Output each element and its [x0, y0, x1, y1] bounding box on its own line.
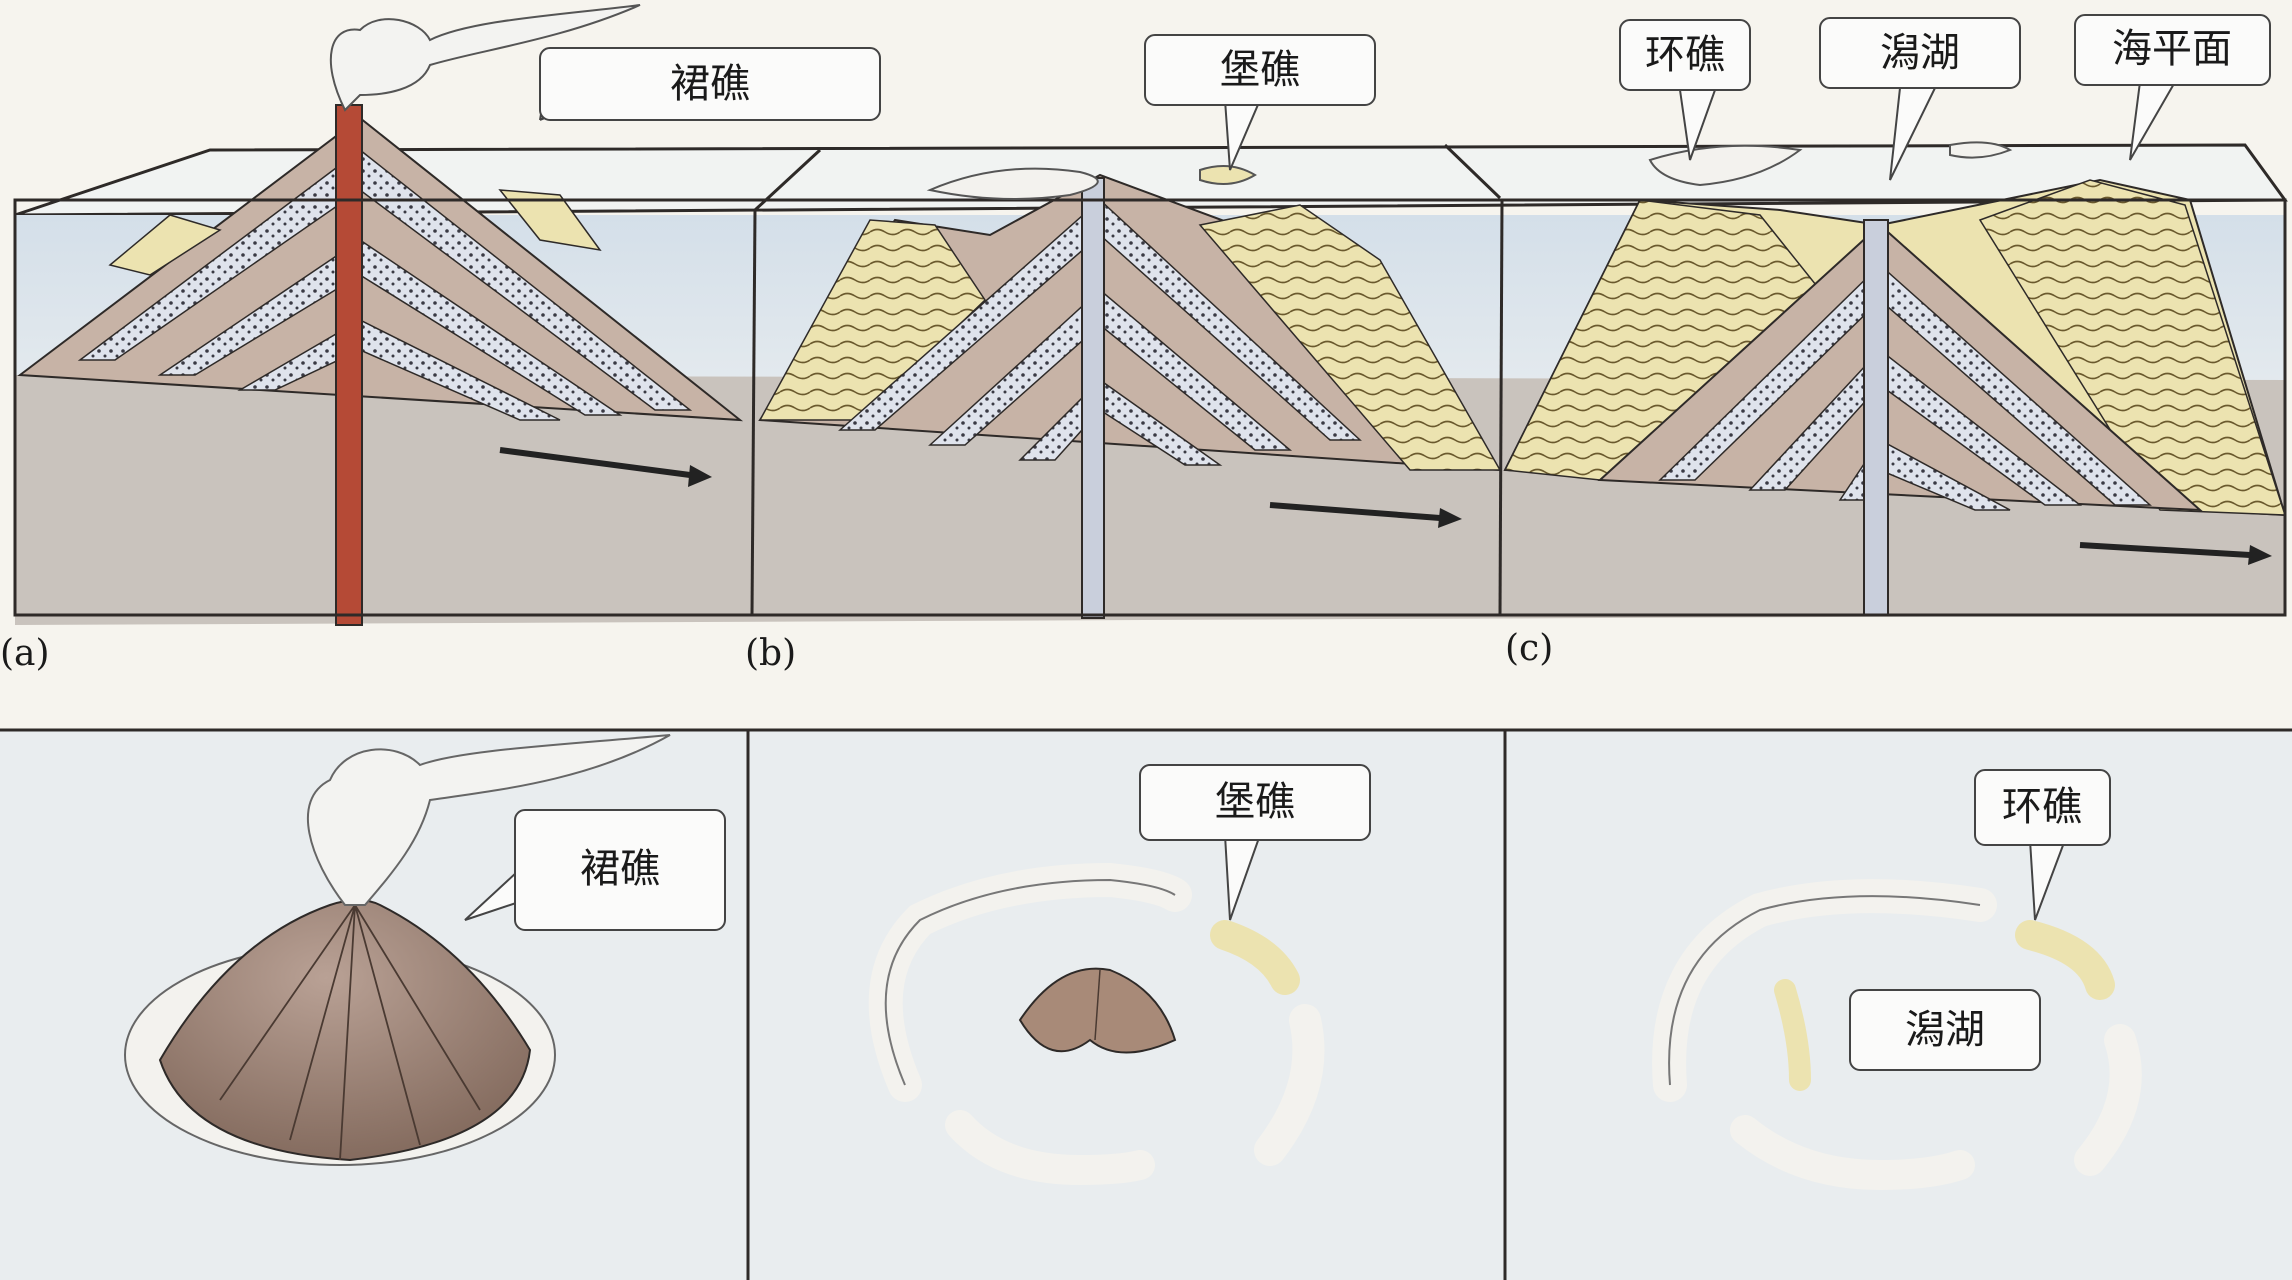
barrier-reef-plan-callout: 堡礁 [1139, 764, 1371, 921]
panel-label-b: (b) [745, 633, 796, 674]
plate-motion-arrow [1438, 508, 1462, 528]
barrier-reef-callout: 堡礁 [1144, 34, 1376, 171]
barrier-reef-plan [868, 862, 1325, 1186]
barrier-reef-label: 堡礁 [1220, 47, 1300, 93]
extinct-vent [1081, 177, 1105, 619]
lagoon-plan-label-box: 潟湖 [1849, 989, 2041, 1071]
atoll-cross-section [1503, 178, 2287, 616]
lagoon-callout: 潟湖 [1819, 17, 2021, 181]
fringing-reef-callout: 裙礁 [539, 47, 881, 121]
atoll-plan [1652, 879, 2142, 1191]
fringing-reef-plan [124, 734, 671, 1166]
atoll-callout: 环礁 [1619, 19, 1751, 161]
fringing-reef-plan-callout: 裙礁 [464, 809, 726, 931]
atoll-plan-label: 环礁 [2002, 784, 2082, 830]
sea-level-label: 海平面 [2112, 26, 2232, 72]
plate-motion-arrow [2248, 545, 2272, 565]
barrier-reef-plan-label: 堡礁 [1215, 779, 1295, 825]
eruption-plume [306, 734, 671, 906]
fringing-reef-plan-label: 裙礁 [580, 846, 660, 892]
sea-level-callout: 海平面 [2074, 14, 2271, 161]
panel-label-a: (a) [0, 633, 50, 674]
fringing-reef-label: 裙礁 [670, 61, 750, 107]
lagoon-plan-label: 潟湖 [1905, 1007, 1985, 1053]
cross-section-strip: 裙礁 堡礁 环礁 潟湖 海平面 (a) (b) (c) [0, 4, 2288, 674]
extinct-vent [1863, 219, 1889, 616]
subsiding-volcano-cross-section [758, 173, 1503, 619]
atoll-label: 环礁 [1645, 32, 1725, 78]
plate-motion-arrow [688, 465, 712, 487]
active-volcano-cross-section [17, 4, 744, 626]
atoll-plan-callout: 环礁 [1974, 769, 2111, 921]
eruption-plume [329, 4, 641, 112]
plan-view-strip: 裙礁 堡礁 环礁 [0, 728, 2292, 1280]
magma-conduit [335, 104, 363, 626]
lagoon-label: 潟湖 [1880, 30, 1960, 76]
panel-label-c: (c) [1505, 628, 1553, 669]
